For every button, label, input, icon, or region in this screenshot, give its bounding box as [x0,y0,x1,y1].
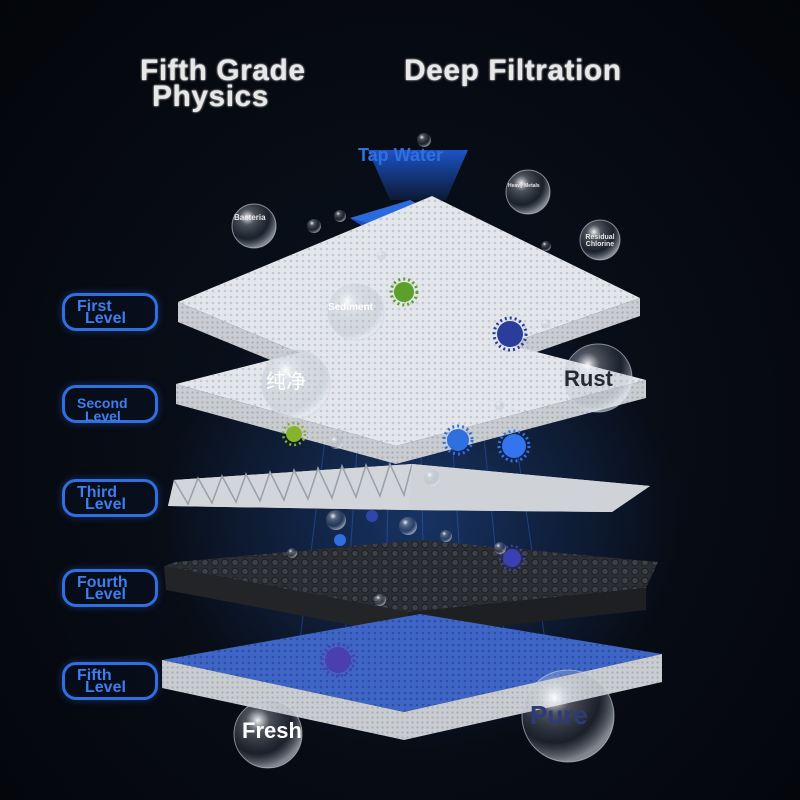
bacteria-label: Bacteria [234,213,266,222]
bubble-icon [231,133,633,769]
level-badge-third: Third Level [62,479,158,517]
level-word: Level [85,496,126,513]
level-word: First [77,298,112,315]
level-badge-first: First Level [62,293,158,331]
layer-third [168,461,650,512]
heavy-metals-label: Heavy Metals [508,183,540,189]
level-word: Level [85,310,126,327]
level-word: Level [85,679,126,696]
level-word: Level [85,586,126,603]
level-word: Second [77,395,128,411]
fresh-label: Fresh [242,718,302,743]
title-line-1: Fifth Grade [140,54,306,87]
level-word: Fifth [77,667,112,684]
level-word: Third [77,484,117,501]
sediment-label: Sediment [328,302,374,313]
level-badge-fourth: Fourth Level [62,569,158,607]
level-badge-fifth: Fifth Level [62,662,158,700]
subtitle: Deep Filtration [404,54,622,87]
rust-label: Rust [564,366,613,391]
pure-cn-label: 纯净 [266,371,306,393]
virus-icon [281,277,531,678]
residual-chlorine-label: Residual Chlorine [585,234,615,248]
level-word: Level [85,408,121,424]
tap-water-label: Tap Water [358,145,444,165]
title-line-2: Physics [152,80,269,113]
pure-label: Pure [530,700,588,730]
level-badge-second: Second Level [62,385,158,423]
level-word: Fourth [77,574,128,591]
